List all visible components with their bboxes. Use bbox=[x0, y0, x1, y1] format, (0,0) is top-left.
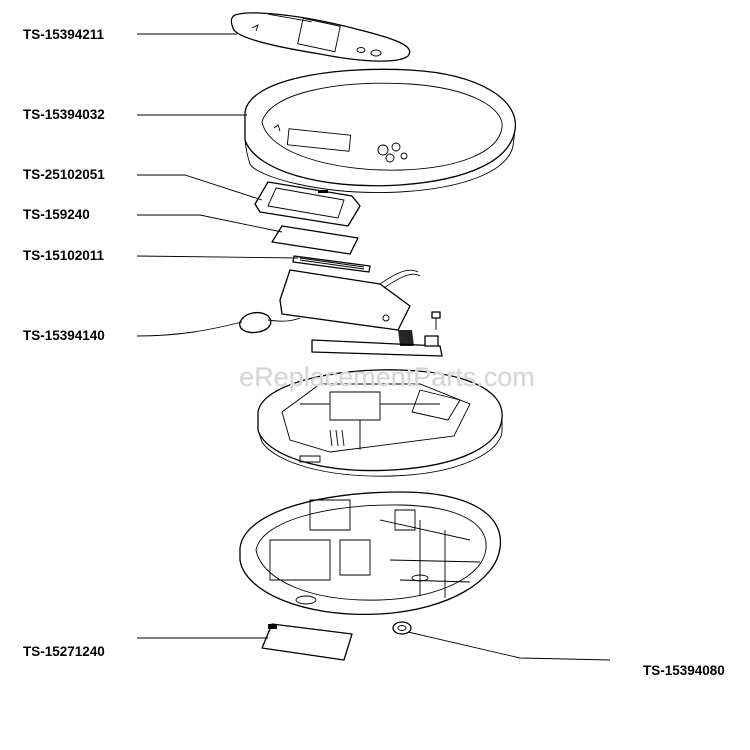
middle-chassis bbox=[257, 369, 503, 477]
lcd-display[interactable] bbox=[271, 225, 359, 255]
leader-lines bbox=[136, 33, 611, 661]
part-label-6: TS-15394140 bbox=[23, 328, 105, 343]
connector-strip[interactable] bbox=[292, 255, 371, 273]
part-labels: TS-15394211 TS-15394032 TS-25102051 TS-1… bbox=[23, 27, 725, 678]
battery-cover[interactable] bbox=[261, 623, 353, 661]
part-label-7: TS-15271240 bbox=[23, 644, 105, 659]
part-label-4: TS-159240 bbox=[23, 207, 90, 222]
circuit-board-with-sensor[interactable] bbox=[239, 269, 443, 357]
part-label-5: TS-15102011 bbox=[23, 248, 105, 263]
part-label-1: TS-15394211 bbox=[23, 27, 105, 42]
part-label-3: TS-25102051 bbox=[23, 167, 105, 182]
base-housing bbox=[239, 491, 502, 616]
part-label-2: TS-15394032 bbox=[23, 107, 105, 122]
watermark-text: eReplacementParts.com bbox=[239, 362, 535, 392]
part-label-8: TS-15394080 bbox=[643, 663, 725, 678]
lcd-frame[interactable] bbox=[254, 181, 361, 227]
foot-pad[interactable] bbox=[392, 621, 412, 635]
display-overlay-film[interactable] bbox=[230, 12, 411, 62]
top-cover[interactable] bbox=[244, 68, 517, 193]
